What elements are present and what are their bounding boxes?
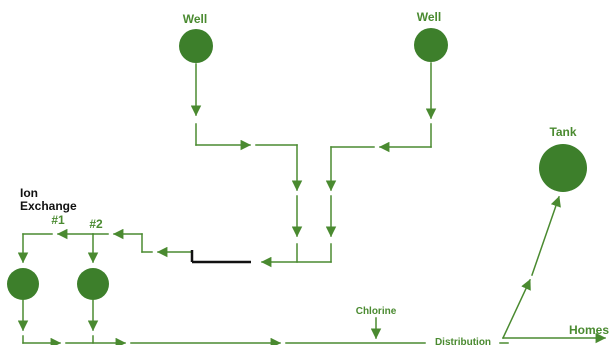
- well-right-node: [414, 28, 448, 62]
- ion-exchange-2-node: [77, 268, 109, 300]
- pipe-to-tank-1: [502, 279, 531, 339]
- distribution-label: Distribution: [435, 337, 491, 345]
- well-left-node: [179, 29, 213, 63]
- chlorine-label: Chlorine: [356, 306, 397, 317]
- well-left-label: Well: [183, 12, 207, 26]
- tank-label: Tank: [549, 125, 576, 139]
- well-right-label: Well: [417, 10, 441, 24]
- ion-exchange-label-line1: Ion: [20, 186, 38, 200]
- ion-exchange-2-label: #2: [89, 217, 103, 231]
- tank-node: [539, 144, 587, 192]
- ion-exchange-label-line2: Exchange: [20, 199, 77, 213]
- homes-label: Homes: [569, 323, 609, 337]
- ion-exchange-1-node: [7, 268, 39, 300]
- pipe-to-tank-2: [531, 196, 561, 276]
- ion-exchange-1-label: #1: [51, 213, 65, 227]
